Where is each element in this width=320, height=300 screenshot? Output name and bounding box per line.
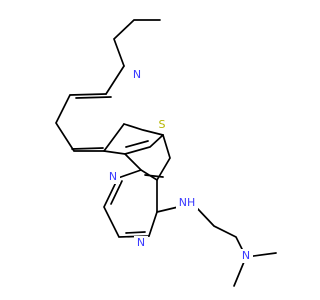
cyclohexane-ring bbox=[55, 93, 125, 152]
amine-bond-1 bbox=[156, 206, 179, 213]
n-pyrimidine-left-bg bbox=[106, 170, 120, 184]
double-bond-5 bbox=[110, 180, 123, 205]
upper-ring-bond-c bbox=[105, 65, 125, 95]
amine-bond-2 bbox=[195, 206, 247, 258]
bond-lines bbox=[55, 19, 277, 287]
n-dimethyl-bg bbox=[239, 249, 253, 263]
double-bond-3 bbox=[125, 140, 149, 148]
double-bond-4 bbox=[144, 174, 164, 178]
propyl-chain bbox=[113, 19, 161, 67]
nh-amine-label: NH bbox=[179, 196, 196, 209]
molecule-structure: N S N N NH N bbox=[55, 19, 277, 287]
nh-amine-bg bbox=[176, 196, 198, 210]
n-pyrimidine-left-label: N bbox=[109, 170, 117, 183]
s-thiophene-label: S bbox=[159, 118, 166, 131]
double-bond-6 bbox=[125, 231, 146, 234]
n-pyrimidine-bottom-bg bbox=[134, 236, 148, 250]
upper-ring-bond-a bbox=[123, 123, 164, 136]
upper-ring-bond-b bbox=[103, 134, 164, 155]
n-dimethyl-label: N bbox=[242, 249, 250, 262]
molecule-canvas: N S N N NH N bbox=[55, 19, 277, 287]
n-pyridine-label: N bbox=[133, 68, 141, 81]
double-bond-1 bbox=[75, 96, 112, 99]
atom-labels: N S N N NH N bbox=[106, 68, 253, 263]
n-pyrimidine-bottom-label: N bbox=[137, 236, 145, 249]
s-thiophene-bg bbox=[155, 118, 169, 132]
double-bond-2 bbox=[71, 147, 104, 150]
n-pyridine-bg bbox=[130, 68, 144, 82]
